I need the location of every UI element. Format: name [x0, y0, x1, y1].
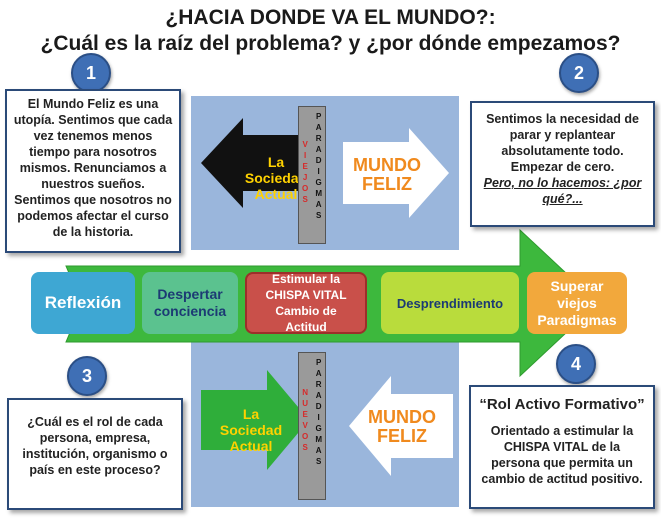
- old-prefix-letter: I: [304, 151, 307, 160]
- paradigms-letter: I: [317, 413, 320, 422]
- marker-3: 3: [67, 356, 107, 396]
- paradigms-letter: M: [315, 189, 322, 198]
- paradigms-letter: R: [315, 134, 322, 143]
- text-box-4: “Rol Activo Formativo” Orientado a estim…: [469, 385, 655, 509]
- marker-2: 2: [559, 53, 599, 93]
- paradigms-letter: D: [315, 156, 322, 165]
- title-line-1: ¿HACIA DONDE VA EL MUNDO?:: [165, 6, 496, 29]
- stage-desprendimiento: Desprendimiento: [381, 272, 519, 334]
- title-line-2: ¿Cuál es la raíz del problema? y ¿por dó…: [40, 32, 621, 55]
- paradigms-letter: M: [315, 435, 322, 444]
- paradigms-letter: R: [315, 380, 322, 389]
- paradigms-letter: S: [315, 457, 322, 466]
- top-arrow-label: La Sociedad Actual: [244, 154, 308, 202]
- new-prefix-letter: N: [302, 388, 308, 397]
- old-prefix-letter: O: [302, 184, 309, 193]
- right-arrow-green: [201, 370, 309, 470]
- paradigms-letter: G: [315, 424, 322, 433]
- right-arrow-white: [343, 128, 449, 218]
- box4-heading: “Rol Activo Formativo”: [479, 396, 645, 413]
- new-prefix-letter: U: [302, 399, 308, 408]
- stage-superar-paradigmas: Superar viejos Paradigmas: [527, 272, 627, 334]
- old-prefix-letter: S: [302, 195, 308, 204]
- paradigms-letter: I: [317, 167, 320, 176]
- new-prefix-letter: E: [302, 410, 308, 419]
- marker-1: 1: [71, 53, 111, 93]
- top-goal-label: MUNDO FELIZ: [353, 155, 421, 194]
- paradigms-letter: P: [315, 358, 322, 367]
- paradigms-letter: A: [315, 391, 322, 400]
- paradigms-letter: P: [315, 112, 322, 121]
- left-arrow-white: [349, 376, 453, 476]
- old-prefix-letter: J: [302, 173, 308, 182]
- paradigms-letter: G: [315, 178, 322, 187]
- stage-reflexion: Reflexión: [31, 272, 135, 334]
- bottom-arrow-label: La Sociedad Actual: [219, 406, 283, 454]
- bottom-goal-label: MUNDO FELIZ: [368, 407, 436, 446]
- stage-chispa-vital: Estimular la CHISPA VITAL Cambio de Acti…: [245, 272, 367, 334]
- paradigms-letter: A: [315, 200, 322, 209]
- paradigms-letter: A: [315, 446, 322, 455]
- left-arrow-black: [201, 118, 309, 208]
- paradigms-letter: S: [315, 211, 322, 220]
- stage-despertar-conciencia: Despertar conciencia: [142, 272, 238, 334]
- marker-4: 4: [556, 344, 596, 384]
- new-prefix-letter: O: [302, 432, 309, 441]
- box2-question: Pero, no lo hacemos: ¿por qué?...: [483, 176, 642, 206]
- old-prefix-letter: V: [302, 140, 308, 149]
- text-box-1: El Mundo Feliz es una utopía. Sentimos q…: [5, 89, 181, 253]
- box4-text: Orientado a estimular la CHISPA VITAL de…: [481, 424, 643, 486]
- paradigms-letter: D: [315, 402, 322, 411]
- paradigms-letter: A: [315, 145, 322, 154]
- text-box-2: Sentimos la necesidad de parar y replant…: [470, 101, 655, 227]
- new-prefix-letter: V: [302, 421, 308, 430]
- paradigms-letter: A: [315, 123, 322, 132]
- new-prefix-letter: S: [302, 443, 308, 452]
- text-box-3: ¿Cuál es el rol de cada persona, empresa…: [7, 398, 183, 510]
- box2-text: Sentimos la necesidad de parar y replant…: [486, 112, 639, 174]
- old-prefix-letter: E: [302, 162, 308, 171]
- paradigms-letter: A: [315, 369, 322, 378]
